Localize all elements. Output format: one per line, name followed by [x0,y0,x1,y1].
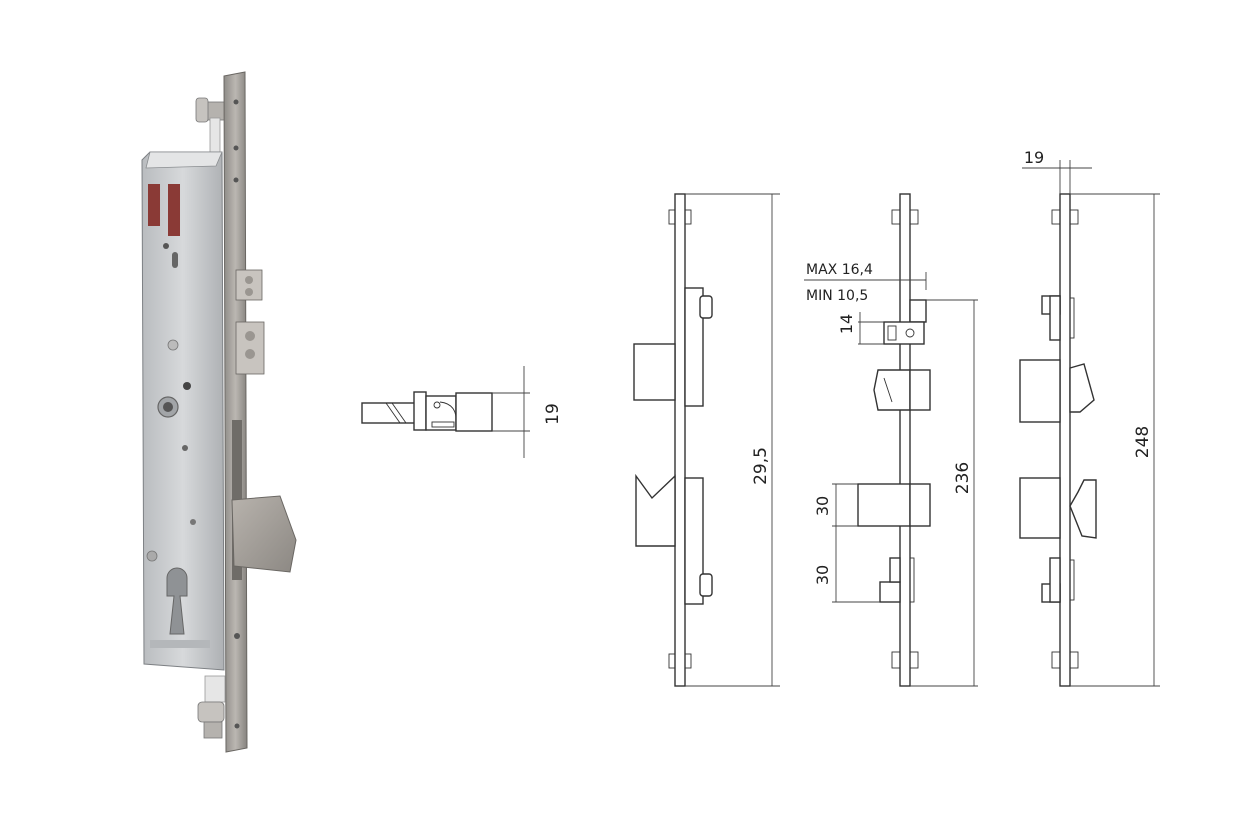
dim-roller-offset: 14 [837,314,856,334]
rear-view-drawing [1019,160,1160,687]
dim-bolt-height-lower: 30 [813,565,832,585]
screw-top-icon-2 [891,209,919,225]
cylinder-cutout-icon [166,567,188,635]
faceplate [223,71,248,753]
lock-photo [141,71,297,753]
screw-top-icon-3 [1051,209,1079,225]
screw-bottom-icon-3 [1051,651,1079,669]
dim-faceplate-width: 19 [1024,148,1044,167]
dim-body-height: 236 [953,462,973,494]
side-view-drawing [804,193,978,687]
dim-latch-height: 19 [543,403,563,425]
bottom-roller-icon [197,675,226,739]
top-roller-icon [195,97,228,161]
dim-bolt-height-upper: 30 [813,496,832,516]
deadbolt-icon [231,495,297,573]
dim-backset-max: MAX 16,4 [806,262,873,278]
screw-bottom-icon [668,653,692,669]
latch-detail-drawing [361,366,530,458]
dim-overall-height: 248 [1133,426,1153,458]
screw-bottom-icon-2 [891,651,919,669]
latch-upper-icon [235,269,263,301]
dim-backset-min: MIN 10,5 [806,288,868,304]
front-view-drawing [633,193,780,687]
red-window-right [168,184,180,236]
red-window-left [148,184,160,226]
dim-front-height: 29,5 [751,447,771,485]
screw-top-icon [668,209,692,225]
latch-middle-icon [235,321,265,375]
